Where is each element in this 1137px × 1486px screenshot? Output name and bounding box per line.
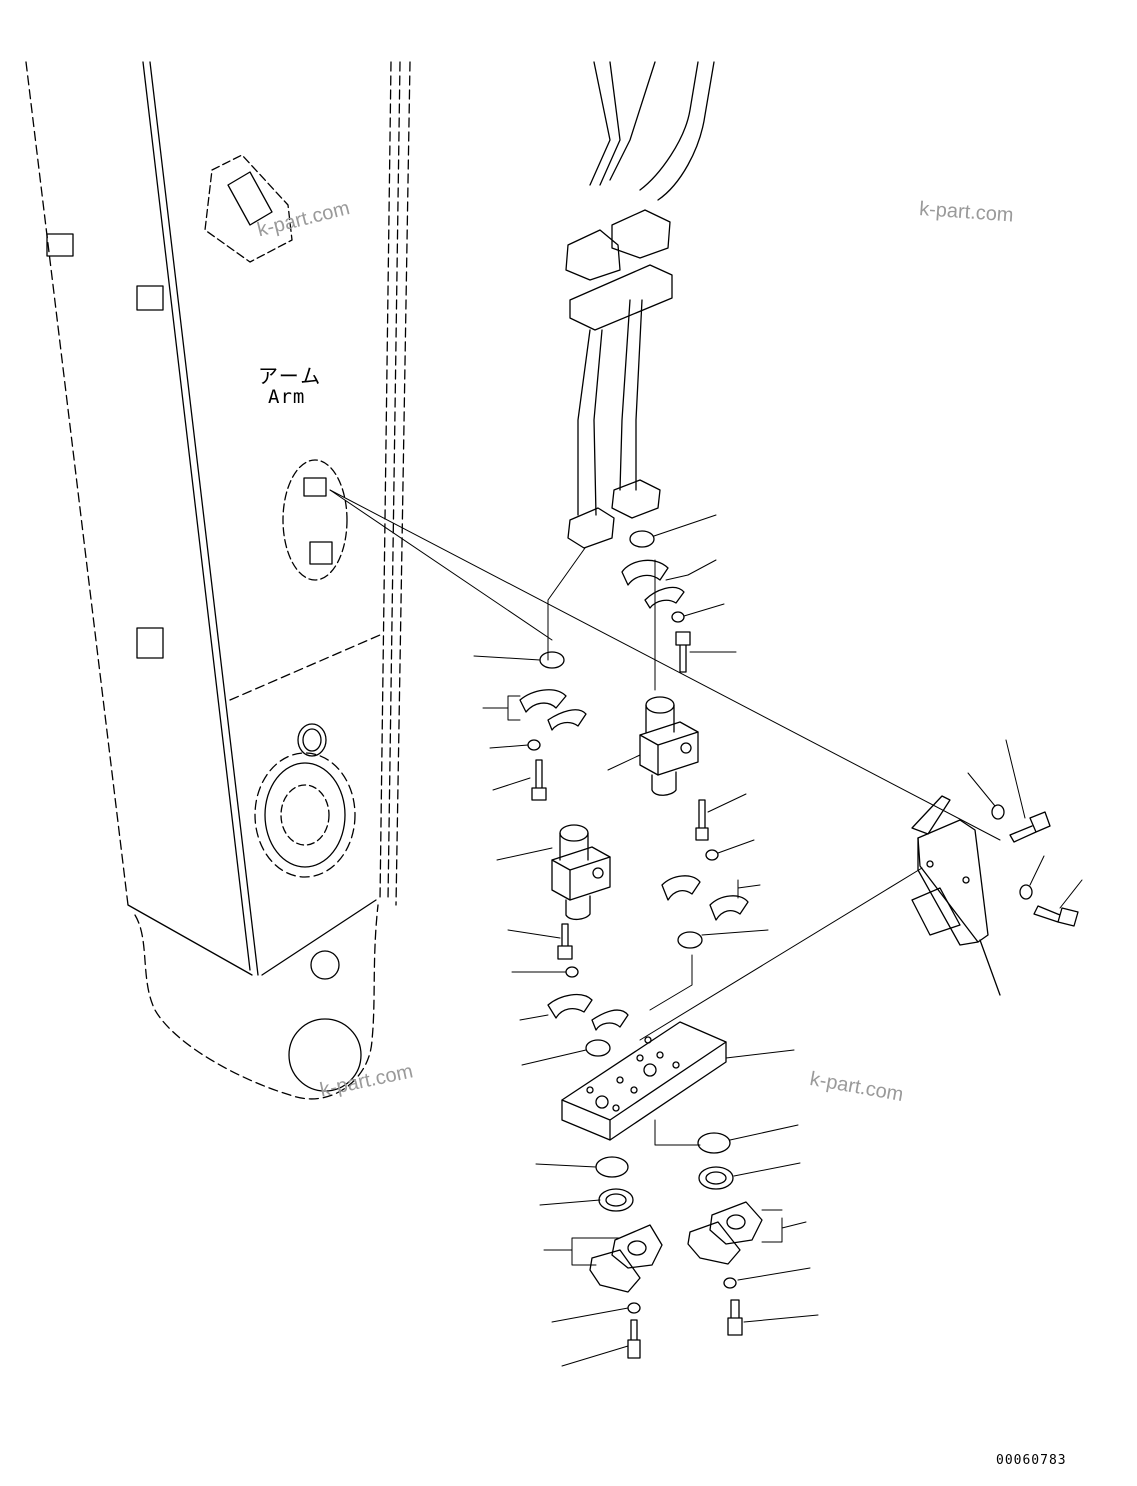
arm-label-english: Arm	[268, 386, 306, 408]
valve-blocks	[551, 696, 699, 921]
center-lines	[329, 489, 1001, 1146]
fittings	[519, 530, 1079, 1359]
mounting-bracket	[911, 795, 1001, 996]
callout-leaders	[473, 514, 1083, 1367]
arm-label-japanese: アーム	[258, 364, 323, 388]
manifold-plate	[561, 1021, 727, 1141]
hoses	[565, 61, 715, 549]
drawing-number: 00060783	[996, 1453, 1067, 1468]
arm-body	[25, 61, 411, 1100]
